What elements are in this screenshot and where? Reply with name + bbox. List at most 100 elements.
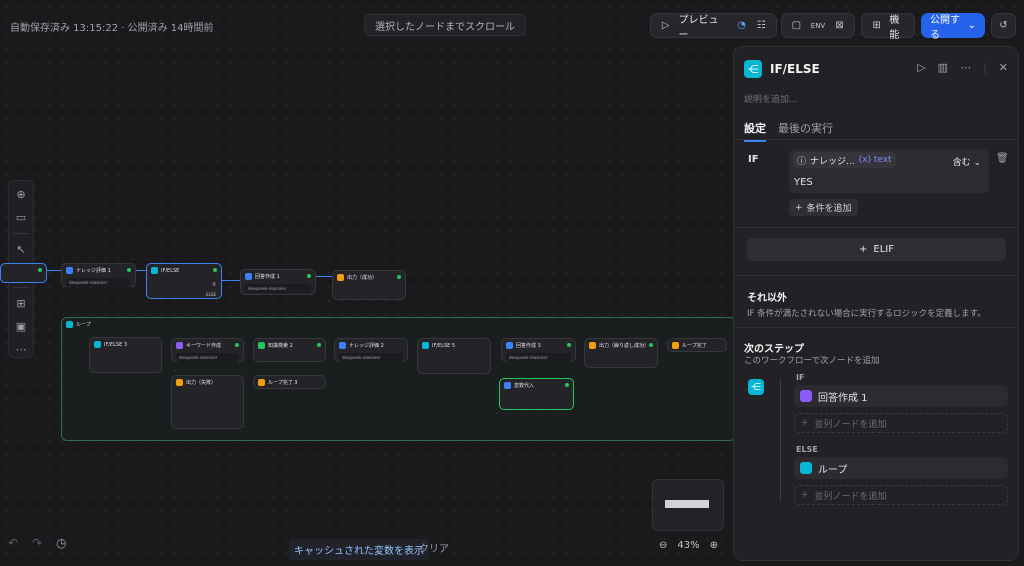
condition-variable[interactable]: ⓘ ナレッジ... (x) text <box>793 152 896 168</box>
show-cached-variables-button[interactable]: キャッシュされた変数を表示 <box>289 539 429 560</box>
node-answer-3[interactable]: 回答作成 3 deepseek-reasoner <box>501 338 576 362</box>
book-icon[interactable]: ▥ <box>937 61 949 74</box>
operator-select[interactable]: 含む ⌄ <box>953 155 981 168</box>
node-if-else-1[interactable]: IF/ELSE IF ELSE <box>146 263 222 299</box>
history-icon[interactable]: ◷ <box>56 536 67 550</box>
node-output-repeat[interactable]: 出力（繰り返し成功） <box>584 338 658 368</box>
divider: | <box>983 61 987 74</box>
node-title: 回答作成 1 <box>255 274 280 280</box>
node-if-else-5[interactable]: IF/ELSE 5 <box>417 338 491 374</box>
status-dot <box>317 343 321 347</box>
add-node-icon[interactable]: ⊕ <box>16 187 26 201</box>
add-elif-button[interactable]: + ELIF <box>747 238 1006 261</box>
close-icon[interactable]: ✕ <box>998 61 1008 74</box>
minimap[interactable] <box>652 479 724 531</box>
node-loop-end-3[interactable]: ループ完了 3 <box>253 375 326 389</box>
else-title: それ以外 <box>747 293 787 304</box>
undo-redo-bar: ↶ ↷ ◷ <box>8 536 67 550</box>
minimap-viewport[interactable] <box>665 500 709 508</box>
image-export-icon[interactable]: ▣ <box>15 320 27 334</box>
loop-container[interactable]: ループ <box>61 317 736 441</box>
delete-icon[interactable]: 🗑 <box>996 153 1009 164</box>
zoom-in-icon[interactable]: ⊕ <box>709 540 719 551</box>
node-keyword[interactable]: キーワード作成 deepseek-reasoner <box>171 338 244 362</box>
condition-row[interactable]: ⓘ ナレッジ... (x) text 含む ⌄ YES <box>789 149 989 193</box>
run-icon[interactable]: ▷ <box>917 61 926 74</box>
node-title: ナレッジ評価 2 <box>349 343 384 349</box>
node-loop-end[interactable]: ループ完了 <box>667 338 727 352</box>
checklist-icon[interactable]: ☷ <box>756 20 766 31</box>
features-icon: ⊞ <box>872 20 881 31</box>
add-condition-button[interactable]: +条件を追加 <box>789 199 858 216</box>
add-note-icon[interactable]: ▭ <box>15 210 27 224</box>
loop-end-icon <box>672 342 679 349</box>
node-knowledge-eval-2[interactable]: ナレッジ評価 2 deepseek-reasoner <box>334 338 408 362</box>
add-parallel-node-button[interactable]: +並列ノードを追加 <box>794 485 1008 505</box>
node-output-fail[interactable]: 出力（失敗） <box>171 375 244 429</box>
more-icon[interactable]: ⋯ <box>960 61 972 74</box>
history-icon: ↺ <box>999 20 1008 31</box>
features-button[interactable]: ⊞ 機能 <box>861 13 915 41</box>
branch-label-if: IF <box>796 373 805 382</box>
undo-icon[interactable]: ↶ <box>8 536 19 550</box>
description-input[interactable]: 説明を追加... <box>744 95 798 105</box>
loop-end-icon <box>258 379 265 386</box>
next-node-loop[interactable]: ループ <box>794 457 1008 479</box>
clear-button[interactable]: クリア <box>419 544 449 555</box>
condition-value[interactable]: YES <box>794 177 813 188</box>
version-history-button[interactable]: ↺ <box>991 13 1016 38</box>
plus-icon: + <box>859 244 868 255</box>
add-parallel-node-button[interactable]: +並列ノードを追加 <box>794 413 1008 433</box>
pointer-icon[interactable]: ↖ <box>16 242 26 256</box>
next-step-description: このワークフローで次ノードを追加 <box>744 356 880 366</box>
divider <box>734 327 1018 328</box>
tab-settings[interactable]: 設定 <box>744 120 766 142</box>
branch-label-else: ELSE <box>796 445 818 454</box>
node-title: キーワード作成 <box>186 343 222 349</box>
node-title: 出力（繰り返し成功） <box>599 343 650 349</box>
env-icon[interactable]: ENV <box>810 21 826 30</box>
variable-icon[interactable]: ⊠ <box>835 20 844 31</box>
edge <box>136 270 146 271</box>
branch-icon <box>94 341 101 348</box>
if-else-icon: ⋲ <box>748 379 764 395</box>
branch-icon <box>151 267 158 274</box>
node-knowledge-eval-1[interactable]: ナレッジ評価 1 deepseek-reasoner <box>61 263 136 287</box>
more-icon[interactable]: ⋯ <box>15 343 27 357</box>
status-dot <box>127 268 131 272</box>
layout-icon[interactable]: ⊞ <box>16 297 26 311</box>
next-node-label: 回答作成 1 <box>818 392 868 404</box>
status-dot <box>235 343 239 347</box>
llm-icon <box>506 342 513 349</box>
node-if-else-3[interactable]: IF/ELSE 3 <box>89 337 162 373</box>
add-parallel-label: 並列ノードを追加 <box>814 419 887 430</box>
next-step-branches: IF 回答作成 1 +並列ノードを追加 ELSE ループ +並列ノードを追加 <box>776 373 1010 513</box>
output-icon <box>337 274 344 281</box>
start-node[interactable] <box>0 263 47 283</box>
publish-button[interactable]: 公開する ⌄ <box>921 13 985 41</box>
node-title: 回答作成 3 <box>516 343 541 349</box>
node-knowledge-search-2[interactable]: 知識検索 2 <box>253 338 326 362</box>
tab-last-run[interactable]: 最後の実行 <box>778 122 833 135</box>
status-dot <box>38 268 42 272</box>
node-output-success[interactable]: 出力（成功） <box>332 270 406 300</box>
edge <box>316 276 332 277</box>
panel-title: IF/ELSE <box>770 62 820 76</box>
add-parallel-label: 並列ノードを追加 <box>814 491 887 502</box>
autosave-status: 自動保存済み 13:15:22 · 公開済み 14時間前 <box>10 23 214 34</box>
node-variable-assign[interactable]: 変数代入 <box>499 378 574 410</box>
chat-icon[interactable]: ▢ <box>791 20 802 31</box>
scroll-to-selected-button[interactable]: 選択したノードまでスクロール <box>364 14 526 36</box>
loop-icon <box>800 462 812 474</box>
next-step-title: 次のステップ <box>744 344 804 355</box>
redo-icon[interactable]: ↷ <box>32 536 43 550</box>
node-answer-1[interactable]: 回答作成 1 deepseek-reasoner <box>240 269 316 295</box>
history-run-icon[interactable]: ◔ <box>737 20 747 31</box>
play-icon: ▷ <box>661 20 670 31</box>
variable-name: ナレッジ... <box>810 156 855 167</box>
elif-label: ELIF <box>873 244 894 255</box>
preview-button[interactable]: プレビュー <box>678 14 719 41</box>
zoom-out-icon[interactable]: ⊖ <box>659 540 668 551</box>
output-icon <box>176 379 183 386</box>
next-node-answer-1[interactable]: 回答作成 1 <box>794 385 1008 407</box>
